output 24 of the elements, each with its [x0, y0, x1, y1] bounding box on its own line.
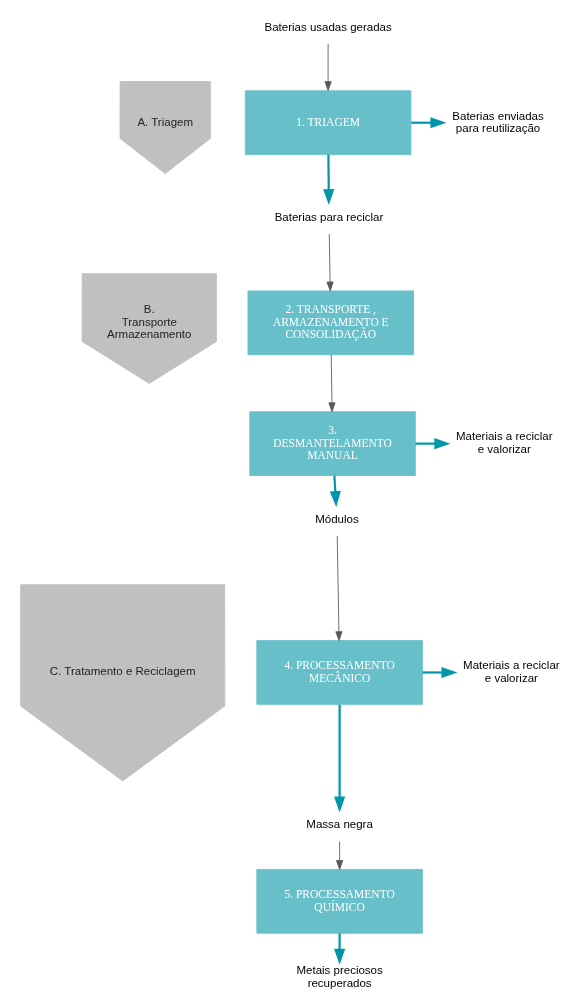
- node-box: 2. TRANSPORTE , ARMAZENAMENTO E CONSOLIDAÇÃO: [247, 290, 414, 356]
- node-text: Metais preciosos recuperados: [295, 964, 383, 989]
- node-text: Materiais a reciclar e valorizar: [455, 430, 553, 455]
- arrow: [333, 704, 345, 813]
- arrow: [421, 666, 457, 679]
- arrow: [327, 354, 335, 413]
- node-text: Baterias usadas geradas: [264, 20, 392, 33]
- node-text: Baterias enviadas para reutilização: [451, 109, 544, 134]
- arrow: [410, 117, 446, 129]
- arrow: [326, 233, 334, 292]
- node-text: Baterias para reciclar: [274, 210, 383, 223]
- node-text: Módulos: [314, 512, 359, 525]
- arrow: [335, 841, 343, 870]
- node-box: 5. PROCESSAMENTO QUÍMICO: [255, 869, 423, 934]
- arrow: [334, 535, 342, 641]
- node-box: 4. PROCESSAMENTO MECÂNICO: [255, 640, 423, 705]
- node-box: 3. DESMANTELAMENTO MANUAL: [248, 411, 416, 476]
- arrow: [414, 438, 450, 450]
- arrow: [329, 475, 341, 508]
- arrow: [322, 154, 334, 206]
- node-text: Massa negra: [305, 818, 373, 831]
- node-text: Materiais a reciclar e valorizar: [462, 659, 560, 684]
- arrow: [324, 43, 332, 91]
- node-box: 1. TRIAGEM: [244, 90, 411, 156]
